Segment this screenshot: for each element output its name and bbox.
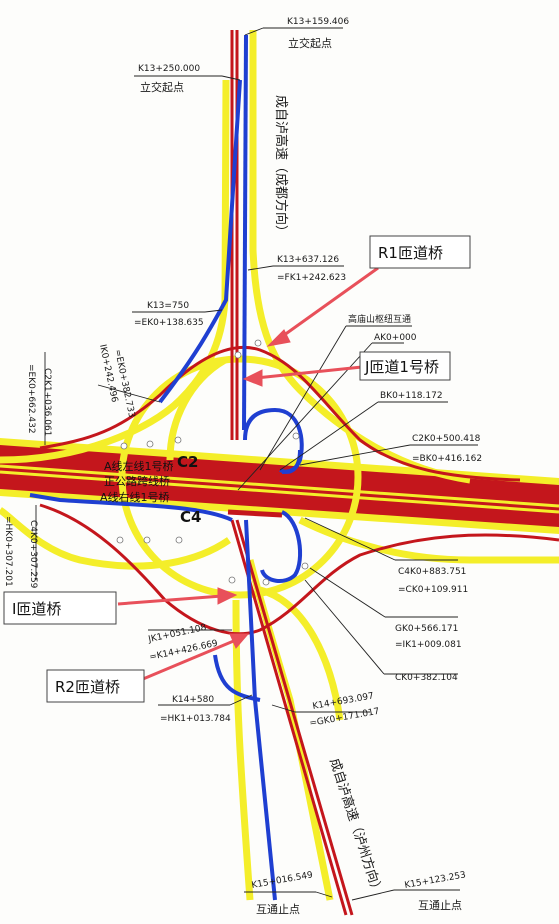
arrow-i: [117, 587, 238, 606]
station-ek0-662: =EK0+662.432: [26, 364, 36, 434]
bridge-label-right: A线右线1号桥: [100, 490, 170, 504]
bridge-label-left: A线左线1号桥: [104, 459, 174, 473]
station-k13-250-note: 立交起点: [140, 80, 184, 94]
pier-dots: [116, 339, 309, 586]
station-k15-123-note: 互通止点: [418, 899, 462, 912]
node-c4: C4: [180, 508, 201, 526]
station-bk0: BK0+118.172: [380, 391, 443, 401]
callout-i: I匝道桥: [3, 591, 117, 625]
road-name-north: 成自泸高速（成都方向）: [273, 95, 289, 238]
station-c4k0-883: C4K0+883.751: [398, 567, 466, 577]
node-c2: C2: [177, 453, 198, 471]
arrow-r2: [142, 633, 250, 681]
station-k14-580: K14+580: [172, 695, 214, 705]
station-c4k0-307: C4K0+307.259: [28, 520, 38, 589]
station-hk1-013: =HK1+013.784: [160, 714, 231, 724]
callout-r2: R2匝道桥: [46, 669, 145, 703]
station-c2k0-500: C2K0+500.418: [412, 434, 481, 444]
bridge-label-overpass: 正公路跨线桥: [104, 474, 170, 488]
callout-r1: R1匝道桥: [369, 235, 471, 269]
station-ek0-138: =EK0+138.635: [134, 318, 204, 328]
station-c2k1-036: C2K1+036.061: [42, 368, 52, 436]
station-hk0-307: =HK0+307.201: [3, 516, 13, 587]
station-fk1: =FK1+242.623: [277, 273, 346, 283]
station-ck0-109: =CK0+109.911: [398, 585, 468, 595]
arrow-r1: [266, 266, 379, 347]
station-k13-750: K13=750: [147, 301, 189, 311]
station-ik1-009: =IK1+009.081: [395, 640, 462, 650]
svg-text:J匝道1号桥: J匝道1号桥: [364, 358, 439, 376]
leader-lines: [35, 27, 478, 901]
station-ck0-382: CK0+382.104: [395, 673, 458, 683]
station-k15-016-note: 互通止点: [256, 903, 300, 916]
expressway-band: [0, 438, 559, 534]
callout-arrows: [117, 266, 379, 681]
callout-j: J匝道1号桥: [359, 351, 451, 381]
station-k13-159: K13+159.406: [287, 17, 349, 27]
svg-text:I匝道桥: I匝道桥: [12, 600, 61, 618]
svg-text:R1匝道桥: R1匝道桥: [378, 244, 443, 262]
station-k15-016: K15+016.549: [251, 870, 314, 891]
station-ak0: AK0+000: [374, 333, 417, 343]
station-k15-123: K15+123.253: [404, 870, 467, 891]
station-k13-637: K13+637.126: [277, 255, 339, 265]
arrow-j: [242, 365, 363, 387]
svg-text:R2匝道桥: R2匝道桥: [55, 678, 120, 696]
hub-name: 高庙山枢纽互通: [348, 313, 411, 325]
blue-ramps: [29, 34, 304, 901]
station-bk0-416: =BK0+416.162: [412, 454, 482, 464]
station-k13-159-note: 立交起点: [288, 36, 332, 50]
station-gk0-566: GK0+566.171: [395, 624, 458, 634]
station-k13-250: K13+250.000: [138, 64, 200, 74]
